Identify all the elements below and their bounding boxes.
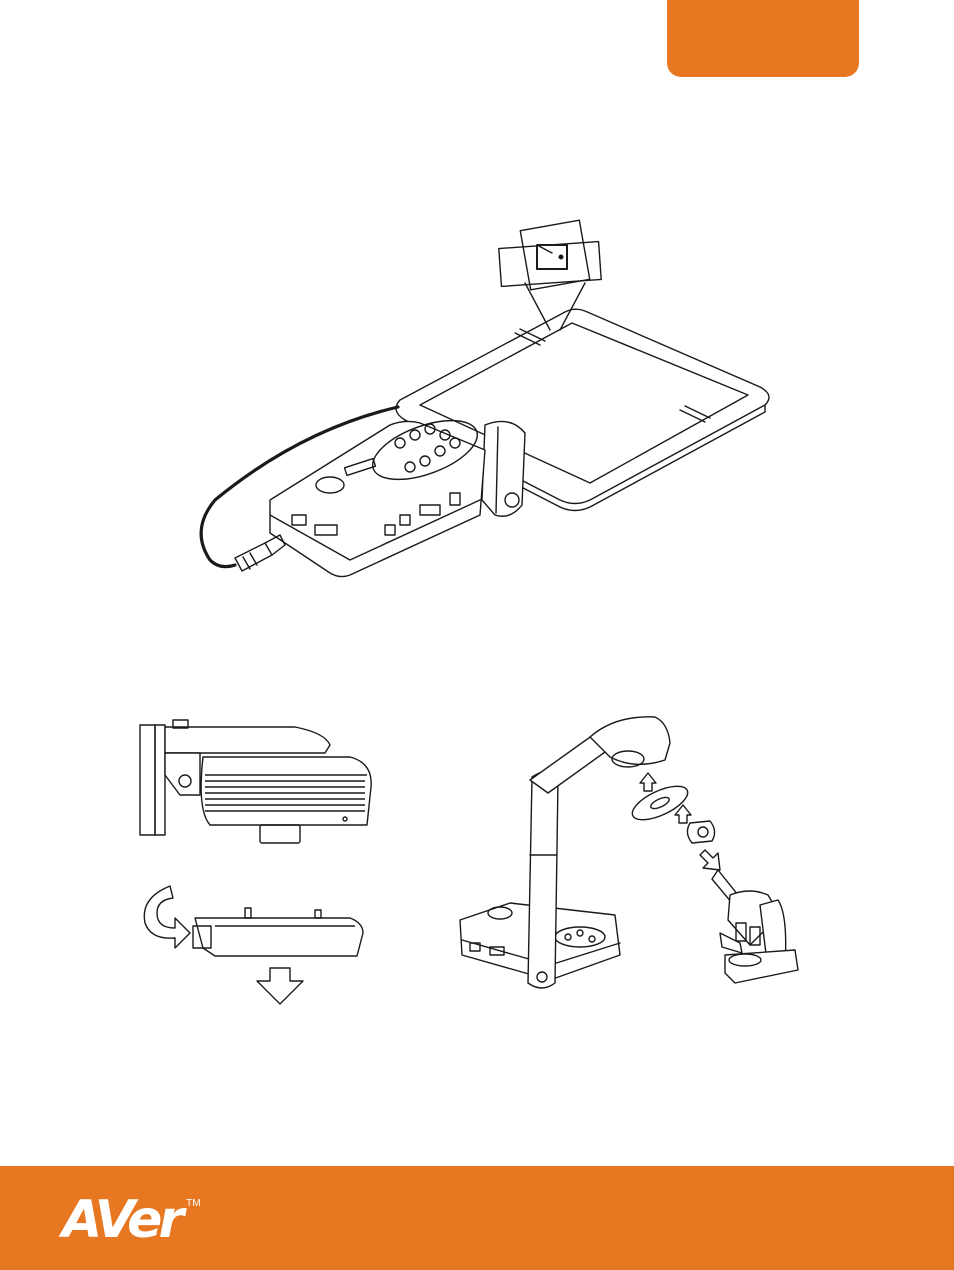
- lamp-remove-illustration: [135, 878, 375, 1010]
- lamp-side-illustration: [135, 715, 385, 850]
- camera-arm-vertical: [528, 772, 558, 988]
- base-unit: [270, 409, 485, 577]
- microscope: [712, 870, 798, 983]
- power-switch-callout: [499, 220, 601, 330]
- aver-logo: AVer TM: [62, 1190, 222, 1250]
- camera-arm: [482, 421, 525, 516]
- trademark-symbol: TM: [186, 1198, 200, 1209]
- microscope-adapter-illustration: [450, 715, 810, 1000]
- device-power-illustration: [180, 215, 780, 590]
- page-tab: [667, 0, 859, 77]
- brand-wordmark: AVer: [62, 1190, 180, 1250]
